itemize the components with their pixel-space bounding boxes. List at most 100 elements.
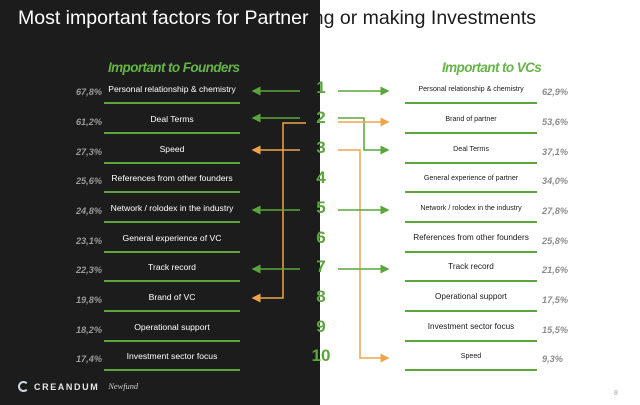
row-underline — [104, 340, 240, 342]
row-underline — [104, 221, 240, 223]
vc-row: Operational support — [405, 290, 537, 312]
row-underline — [104, 162, 240, 164]
arrow-2-right — [338, 117, 390, 155]
left-dark-panel — [0, 0, 320, 405]
rank-number: 1 — [316, 78, 326, 97]
founder-row: Network / rolodex in the industry — [104, 201, 240, 223]
founder-pct: 25,6% — [75, 176, 102, 186]
vcs-heading: Important to VCs — [442, 60, 542, 75]
vc-row: Speed — [405, 349, 537, 371]
founder-pct: 19,8% — [75, 295, 102, 305]
rank-number: 10 — [311, 346, 331, 365]
title-part-dark: ing or making Investments — [308, 7, 537, 29]
founder-row: Personal relationship & chemistry — [104, 82, 240, 104]
row-underline — [405, 251, 537, 253]
row-underline — [104, 310, 240, 312]
vc-row: General experience of partner — [405, 171, 537, 193]
founder-label: References from other founders — [111, 173, 233, 183]
rank-number: 3 — [316, 138, 326, 157]
rank-number: 6 — [316, 228, 326, 247]
row-underline — [405, 191, 537, 193]
row-underline — [405, 102, 537, 104]
vc-label: Network / rolodex in the industry — [420, 204, 522, 212]
vc-row: Deal Terms — [405, 142, 537, 164]
founder-label: Deal Terms — [150, 114, 194, 124]
founder-label: Network / rolodex in the industry — [110, 203, 234, 213]
vc-label: References from other founders — [413, 233, 529, 242]
vc-pct: 34,0% — [542, 176, 569, 186]
row-underline — [405, 369, 537, 371]
founder-row: General experience of VC — [104, 231, 240, 253]
founder-label: Personal relationship & chemistry — [108, 84, 236, 94]
founder-pct: 61,2% — [75, 117, 102, 127]
rank-number: 9 — [316, 317, 326, 336]
founder-pct: 67,8% — [75, 87, 102, 97]
row-underline — [104, 369, 240, 371]
footer-logos: CREANDUM Newfund — [18, 381, 138, 392]
founder-row: Speed — [104, 142, 240, 164]
founder-row: Track record — [104, 260, 240, 282]
vc-pct: 53,6% — [542, 117, 569, 127]
slide-title: Most important factors for Partnering or… — [18, 7, 628, 30]
rank-number: 5 — [316, 198, 326, 217]
vc-label: Brand of partner — [445, 115, 497, 123]
founder-row: Operational support — [104, 320, 240, 342]
founder-pct: 18,2% — [75, 325, 102, 335]
row-underline — [405, 280, 537, 282]
row-underline — [405, 132, 537, 134]
founder-row: References from other founders — [104, 171, 240, 193]
row-underline — [405, 221, 537, 223]
partner-logo-text: Newfund — [108, 382, 139, 391]
founder-pct: 22,3% — [75, 265, 102, 275]
founder-label: Speed — [159, 144, 185, 154]
vc-pct: 27,8% — [542, 206, 569, 216]
vc-pct: 17,5% — [542, 295, 569, 305]
vc-pct: 21,6% — [542, 265, 569, 275]
vc-label: Deal Terms — [453, 145, 489, 153]
vc-label: Investment sector focus — [427, 322, 515, 331]
founder-label: Brand of VC — [148, 292, 196, 302]
creandum-logo-text: CREANDUM — [34, 381, 100, 392]
vc-row: Investment sector focus — [405, 320, 537, 342]
row-underline — [104, 280, 240, 282]
right-light-panel — [320, 0, 640, 405]
vc-pct: 37,1% — [542, 147, 569, 157]
rank-number: 8 — [316, 287, 326, 306]
founder-row: Investment sector focus — [104, 349, 240, 371]
row-underline — [405, 340, 537, 342]
vc-label: Speed — [460, 352, 482, 360]
founder-pct: 17,4% — [75, 354, 102, 364]
row-underline — [104, 102, 240, 104]
creandum-logo-icon — [18, 381, 29, 392]
founder-label: Operational support — [134, 322, 210, 332]
row-underline — [104, 132, 240, 134]
founder-row: Brand of VC — [104, 290, 240, 312]
founder-pct: 27,3% — [75, 147, 102, 157]
founder-label: General experience of VC — [122, 233, 222, 243]
row-underline — [104, 251, 240, 253]
vc-row: Personal relationship & chemistry — [405, 82, 537, 104]
vc-row: References from other founders — [405, 231, 537, 253]
vc-label: General experience of partner — [423, 174, 519, 182]
arrow-3-right — [338, 149, 390, 363]
vc-row: Brand of partner — [405, 112, 537, 134]
founder-label: Investment sector focus — [126, 351, 218, 361]
founder-row: Deal Terms — [104, 112, 240, 134]
title-part-light: Most important factors for Partner — [18, 7, 309, 29]
vc-row: Track record — [405, 260, 537, 282]
vc-pct: 62,9% — [542, 87, 569, 97]
row-underline — [405, 162, 537, 164]
rank-number: 7 — [316, 257, 326, 276]
vc-pct: 9,3% — [542, 354, 563, 364]
founder-pct: 23,1% — [75, 236, 102, 246]
founder-pct: 24,8% — [75, 206, 102, 216]
founders-heading: Important to Founders — [108, 60, 240, 75]
row-underline — [104, 191, 240, 193]
vc-label: Track record — [448, 262, 494, 271]
founder-label: Track record — [148, 262, 196, 272]
rank-number: 2 — [316, 108, 326, 127]
vc-label: Personal relationship & chemistry — [418, 85, 524, 93]
vc-label: Operational support — [435, 292, 507, 301]
